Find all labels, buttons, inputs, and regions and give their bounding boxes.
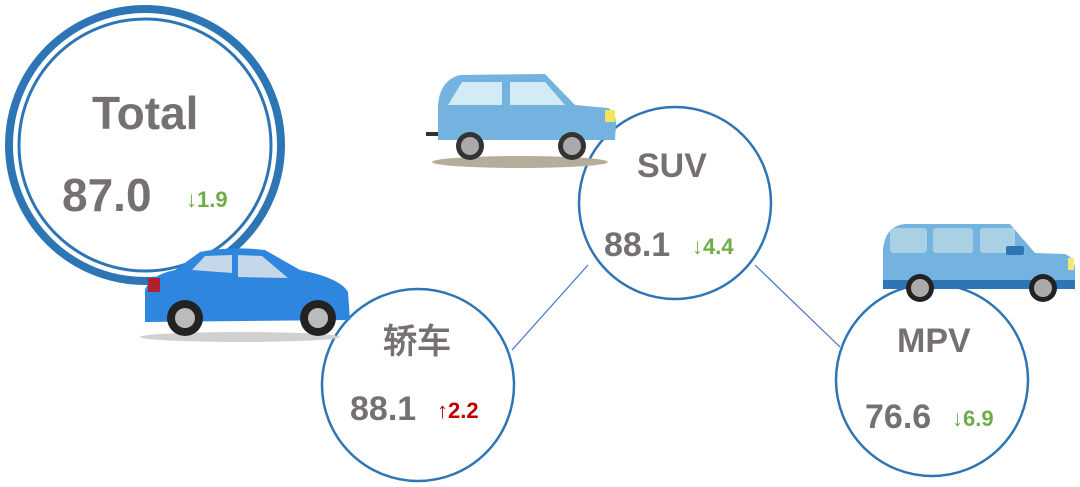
- suv-value: 88.1: [604, 226, 671, 264]
- sedan-car-icon: [140, 248, 350, 342]
- mpv-car-icon: [883, 224, 1075, 302]
- suv-car-icon: [426, 74, 616, 168]
- connector-suv-mpv: [754, 264, 841, 348]
- sedan-value: 88.1: [350, 390, 417, 428]
- mpv-change: ↓6.9: [952, 406, 994, 431]
- total-outer-ring: [5, 5, 285, 285]
- mpv-value: 76.6: [865, 398, 932, 436]
- suv-circle: [577, 105, 773, 301]
- suv-change: ↓4.4: [692, 234, 734, 259]
- total-change: ↓1.9: [186, 187, 228, 212]
- mpv-label: MPV: [897, 322, 971, 360]
- total-value: 87.0: [62, 169, 152, 221]
- sedan-label: 轿车: [383, 323, 451, 361]
- connector-sedan-suv: [511, 264, 589, 351]
- sedan-change: ↑2.2: [437, 398, 479, 423]
- suv-label: SUV: [637, 147, 707, 185]
- sedan-circle: [320, 287, 516, 483]
- total-inner-ring: [17, 17, 273, 273]
- mpv-circle: [834, 282, 1030, 478]
- total-label: Total: [92, 87, 199, 139]
